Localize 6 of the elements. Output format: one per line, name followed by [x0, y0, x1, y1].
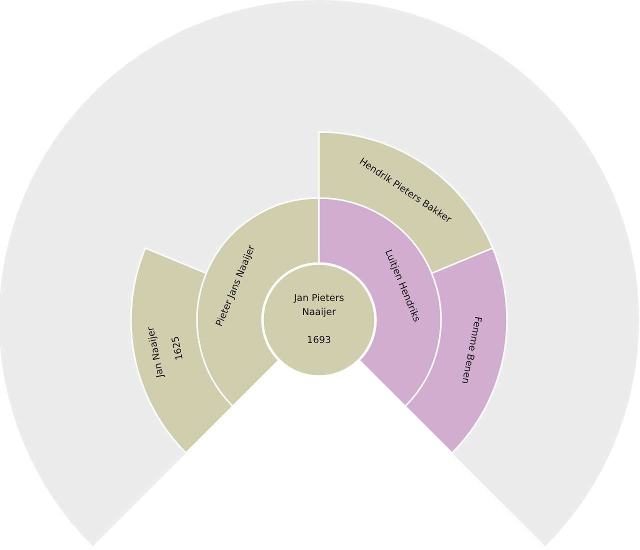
person-name: Jan Naaijer — [146, 326, 167, 379]
person-circle — [261, 262, 377, 378]
birth-year: 1693 — [306, 334, 332, 348]
person-name: Jan Pieters Naaijer — [292, 292, 346, 320]
birth-year: 1625 — [170, 335, 186, 362]
person-name: Femme Benen — [458, 316, 484, 385]
